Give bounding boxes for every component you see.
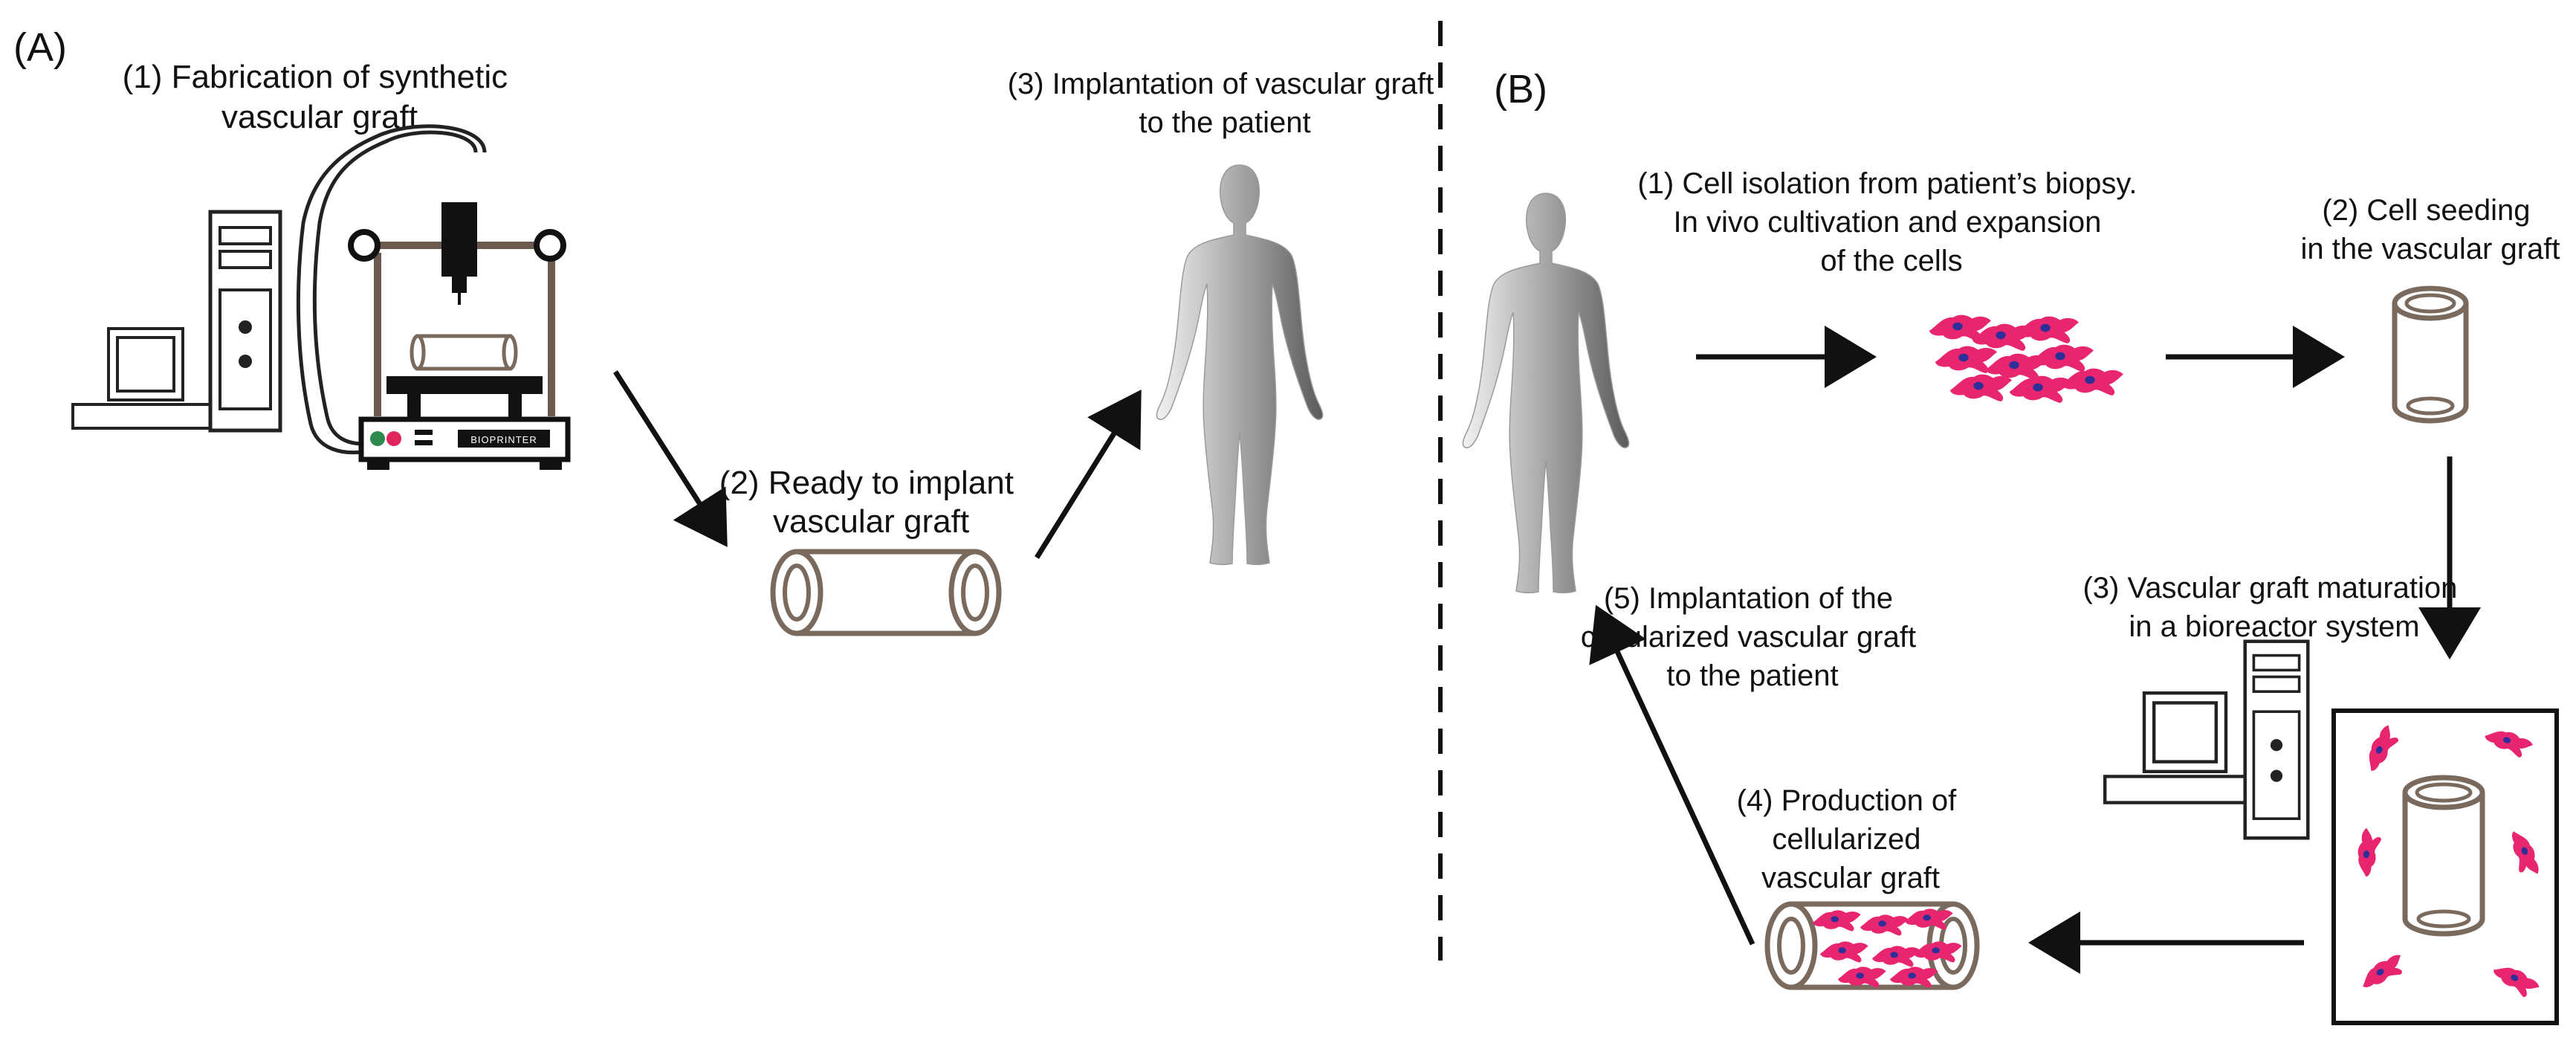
b-step-3-label: (3) Vascular graft maturation in a biore…	[2083, 572, 2465, 643]
arrow-a2	[1035, 390, 1142, 559]
cellularized-graft-icon	[1764, 901, 1980, 990]
b-step-4-label: (4) Production of cellularized vascular …	[1737, 784, 1965, 894]
bioprinter-icon: BIOPRINTER	[348, 202, 571, 470]
arrow-b5	[1589, 604, 1755, 946]
a-step-1-label: (1) Fabrication of synthetic vascular gr…	[123, 59, 517, 135]
b-step-1-label: (1) Cell isolation from patient’s biopsy…	[1637, 167, 2145, 277]
b-step-2-label: (2) Cell seeding in the vascular graft	[2300, 194, 2560, 265]
seeded-graft-icon	[2392, 285, 2469, 424]
arrow-a1	[613, 370, 728, 547]
a-step-2-label: (2) Ready to implant vascular graft	[719, 465, 1023, 540]
patient-figure-a	[1156, 164, 1324, 566]
b-step-5-label: (5) Implantation of the cellularized vas…	[1581, 582, 1924, 692]
a-step-3-label: (3) Implantation of vascular graft to th…	[1008, 68, 1443, 139]
cell-culture-icon	[1929, 314, 2123, 403]
printer-cable-2	[296, 124, 487, 455]
bioreactor-tower-icon	[2245, 642, 2308, 839]
bioreactor-monitor-icon	[2105, 693, 2265, 802]
printer-cable	[312, 130, 478, 446]
patient-figure-b	[1462, 193, 1630, 594]
panel-label-b: (B)	[1494, 67, 1547, 112]
printer-brand-label: BIOPRINTER	[470, 434, 537, 445]
panel-label-a: (A)	[13, 25, 67, 70]
bioreactor-chamber-icon	[2331, 709, 2559, 1025]
vascular-graft-icon	[770, 549, 1002, 636]
computer-tower-icon	[210, 212, 280, 430]
computer-monitor-icon	[71, 327, 220, 430]
